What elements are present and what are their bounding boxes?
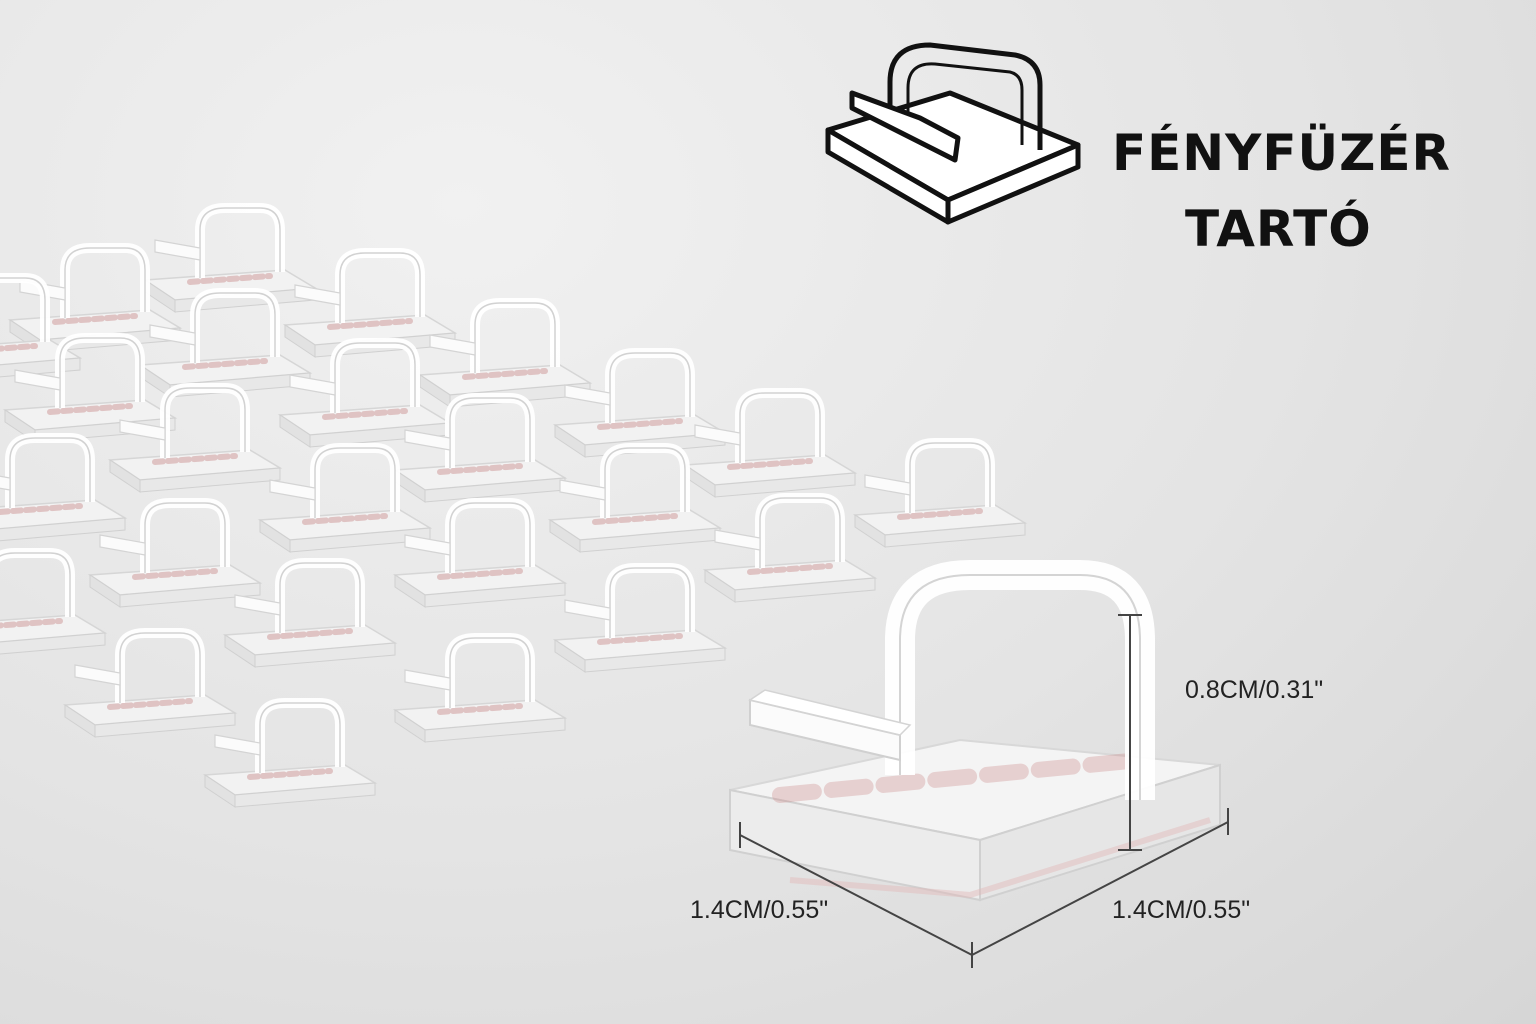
adhesive-clip-outline-icon	[825, 42, 1081, 225]
small-clip	[395, 503, 565, 607]
title-line-1: FÉNYFÜZÉR	[1112, 124, 1452, 182]
small-clip	[0, 553, 105, 657]
dimension-height-label: 0.8CM/0.31"	[1185, 676, 1324, 704]
small-clip	[0, 438, 125, 542]
small-clip	[395, 638, 565, 742]
dimension-lines	[739, 614, 1229, 968]
small-clip	[555, 568, 725, 672]
small-clip	[65, 633, 235, 737]
dimension-width-right-label: 1.4CM/0.55"	[1112, 896, 1251, 924]
title-line-2: TARTÓ	[1185, 200, 1372, 258]
small-clip	[855, 443, 1025, 547]
small-clip	[555, 353, 725, 457]
featured-clip	[730, 575, 1220, 900]
small-clip	[705, 498, 875, 602]
dimension-width-left-label: 1.4CM/0.55"	[690, 896, 829, 924]
small-clip	[280, 343, 450, 447]
small-clip	[140, 293, 310, 397]
